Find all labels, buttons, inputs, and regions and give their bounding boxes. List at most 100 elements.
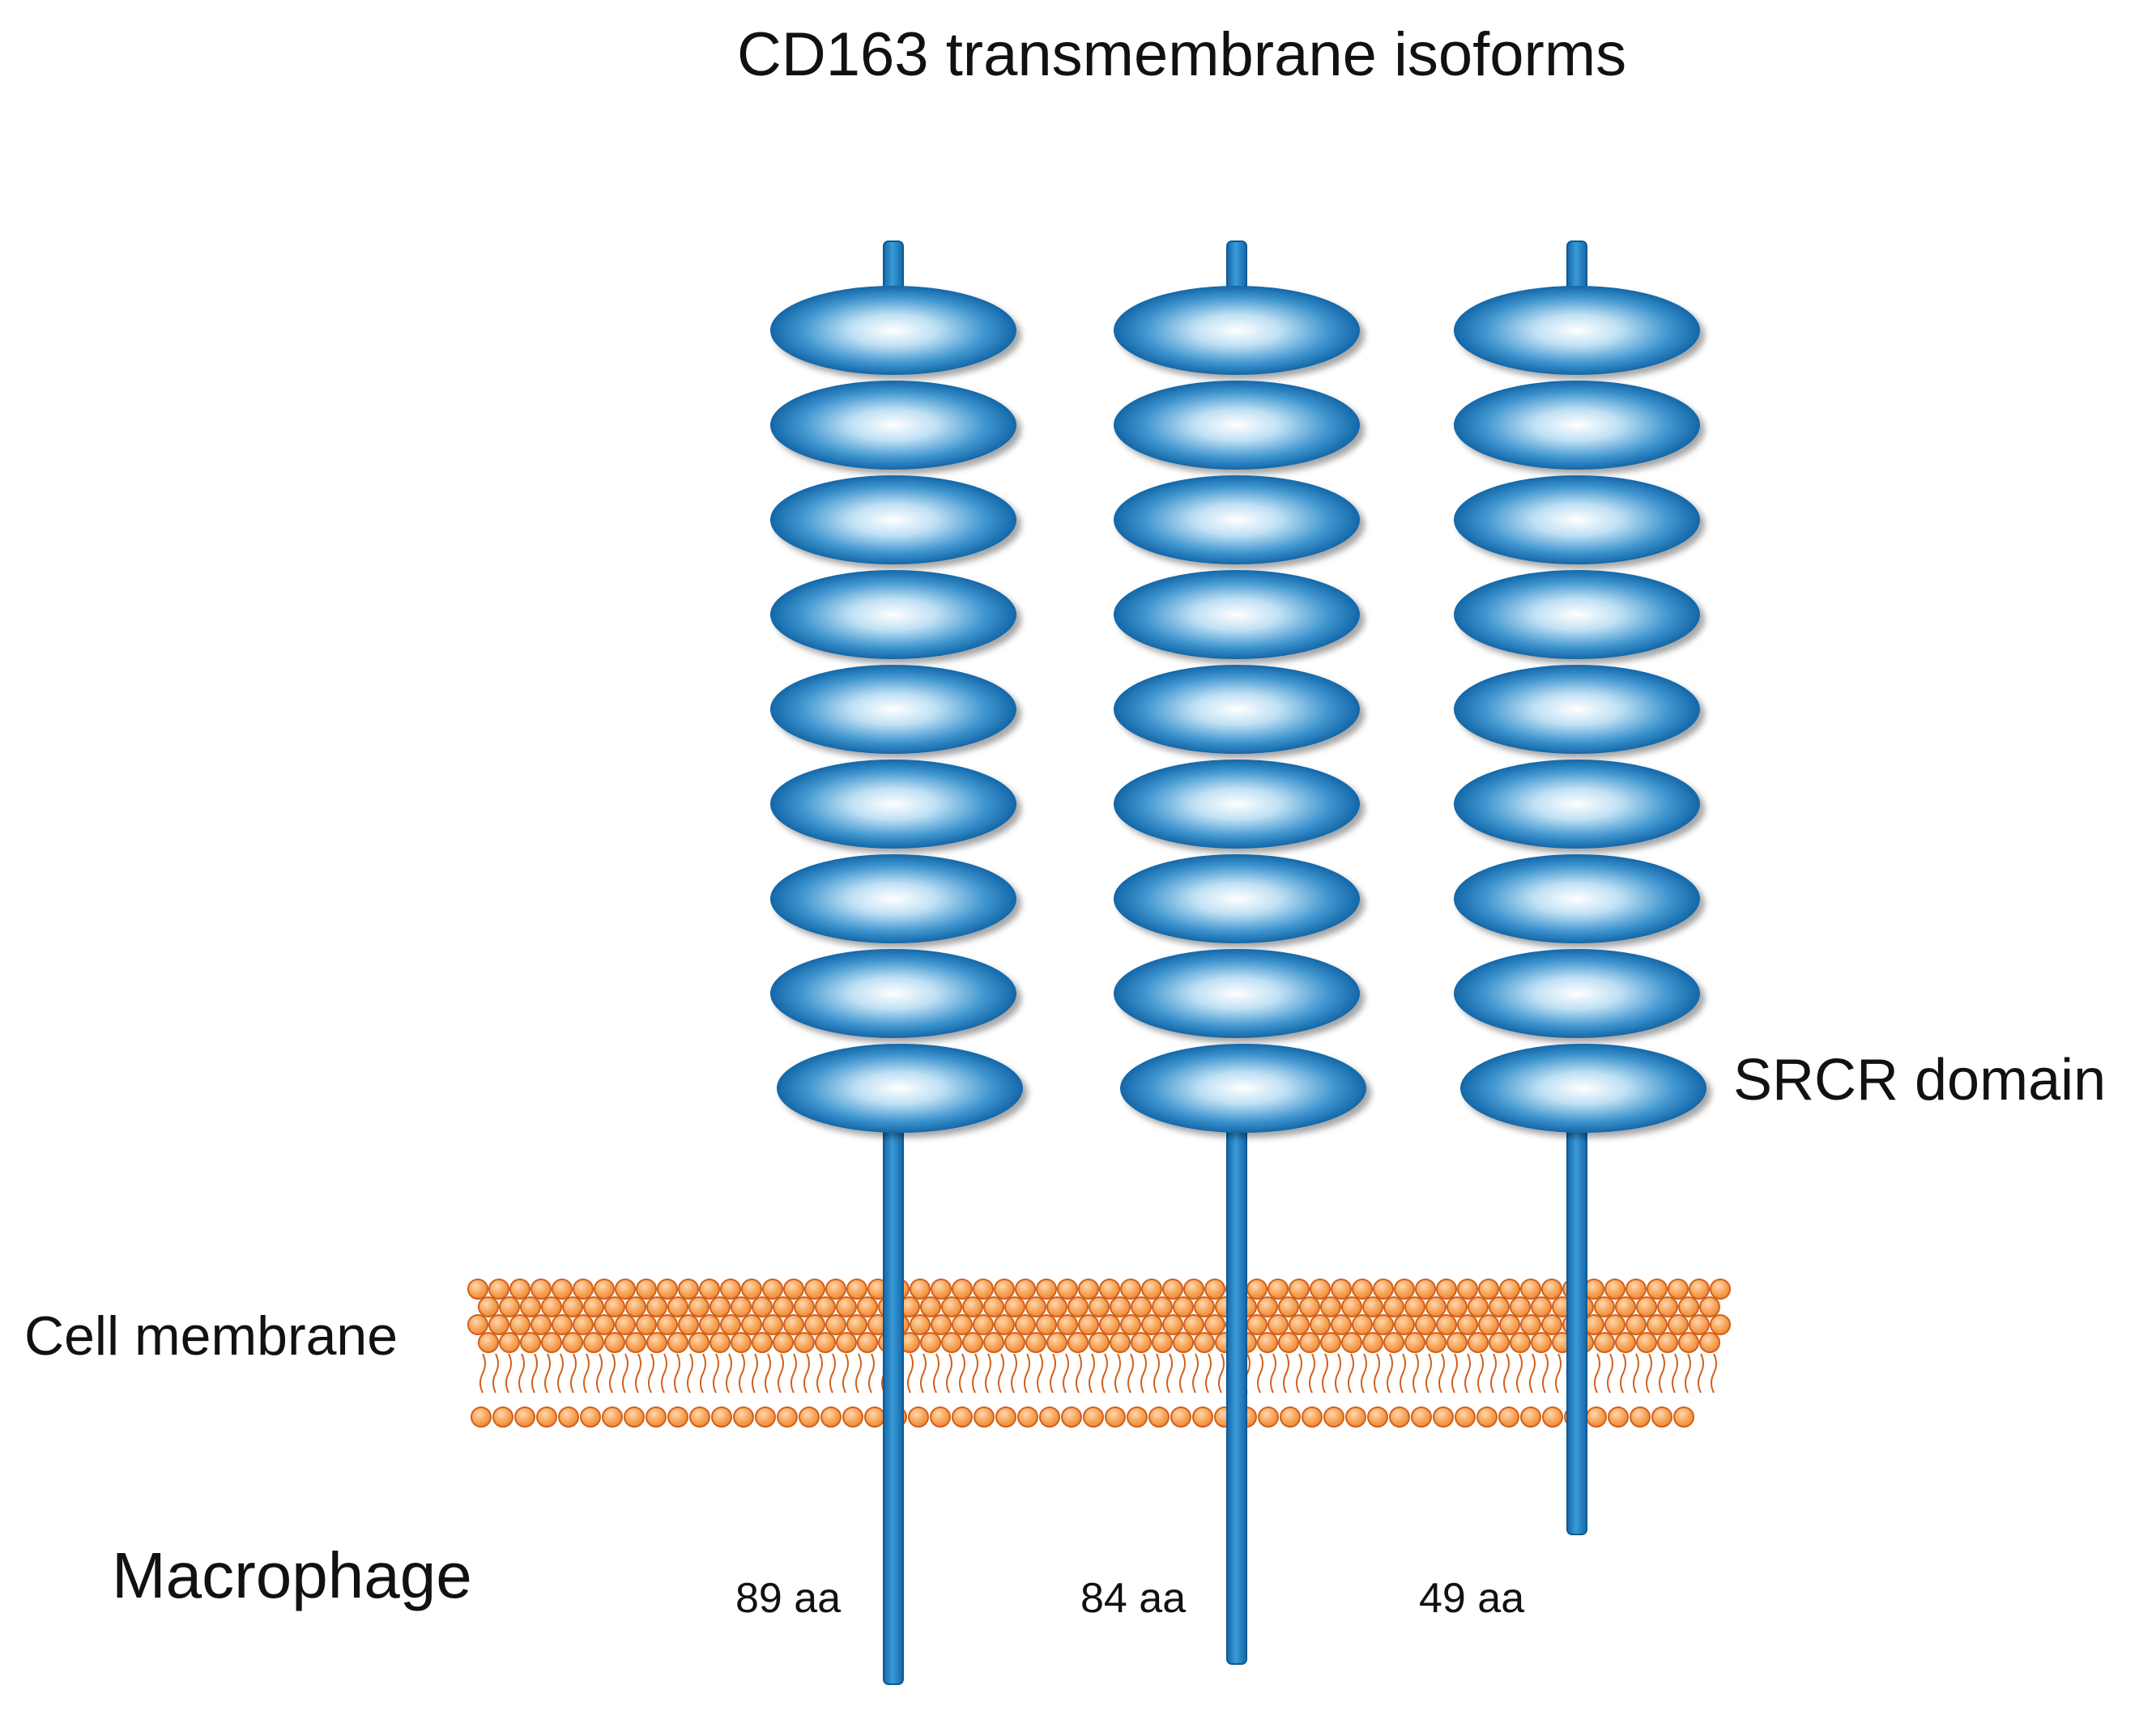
lipid-head [1173,1332,1194,1353]
lipid-head [952,1279,973,1300]
lipid-tail [1477,1353,1484,1394]
lipid-head [720,1314,741,1335]
lipid-head [836,1332,857,1353]
isoform-2 [1114,240,1366,1665]
lipid-head [1510,1296,1531,1317]
lipid-head [689,1406,710,1428]
lipid-head [794,1332,815,1353]
srcr-domain [770,949,1016,1038]
lipid-head [1036,1314,1057,1335]
lipid-head [1310,1314,1331,1335]
lipid-head [1141,1279,1162,1300]
isoform-group [770,240,1706,1685]
lipid-head [1310,1279,1331,1300]
lipid-head [815,1332,836,1353]
lipid-tail [1037,1353,1043,1394]
lipid-head [1067,1296,1089,1317]
lipid-head [636,1279,657,1300]
lipid-head [825,1314,846,1335]
lipid-tail [1024,1353,1030,1394]
srcr-domain [1114,760,1360,849]
lipid-head [1341,1332,1362,1353]
lipid-head [1510,1332,1531,1353]
lipid-head [1017,1406,1038,1428]
lipid-head [1520,1406,1541,1428]
lipid-head [1647,1279,1668,1300]
lipid-tail [531,1353,538,1394]
lipid-tail [765,1353,771,1394]
lipid-head [752,1296,773,1317]
srcr-domain [1454,949,1700,1038]
lipid-head [1457,1314,1478,1335]
lipid-tail [635,1353,641,1394]
lipid-head [1499,1279,1520,1300]
lipid-head [820,1406,842,1428]
lipid-head [1025,1296,1046,1317]
lipid-head [1170,1406,1191,1428]
lipid-head [857,1332,878,1353]
lipid-head [1389,1406,1410,1428]
lipid-tail [972,1353,978,1394]
lipid-head [1447,1296,1468,1317]
lipid-head [1394,1279,1415,1300]
lipid-head [1110,1296,1131,1317]
lipid-tail [1711,1353,1717,1394]
macrophage-label: Macrophage [112,1539,472,1611]
lipid-tail [700,1353,706,1394]
lipid-tail [1529,1353,1536,1394]
srcr-domain [1114,949,1360,1038]
lipid-head [1678,1332,1699,1353]
lipid-head [499,1296,520,1317]
lipid-head [1057,1279,1078,1300]
lipid-head [1630,1406,1651,1428]
lipid-tail [1412,1353,1419,1394]
lipid-tail [1594,1353,1600,1394]
lipid-head [573,1314,594,1335]
srcr-domain [1114,381,1360,470]
lipid-head [667,1296,688,1317]
lipid-head [1183,1314,1204,1335]
lipid-head [794,1296,815,1317]
lipid-head [908,1406,929,1428]
lipid-tail [1698,1353,1704,1394]
lipid-head [974,1406,995,1428]
lipid-head [1411,1406,1432,1428]
lipid-head [1246,1279,1268,1300]
lipid-head [624,1406,645,1428]
lipid-head [615,1279,636,1300]
lipid-tail [1296,1353,1302,1394]
lipid-tail [1516,1353,1523,1394]
lipid-head [1668,1314,1689,1335]
lipid-head [842,1406,863,1428]
lipid-head [1415,1279,1436,1300]
transmembrane-stalk [1226,1120,1247,1665]
lipid-head [755,1406,776,1428]
lipid-head [646,1296,667,1317]
srcr-domain [1114,286,1360,375]
lipid-tail [1101,1353,1108,1394]
lipid-tail [492,1353,499,1394]
lipid-head [1089,1296,1110,1317]
lipid-head [520,1332,541,1353]
lipid-head [1099,1279,1120,1300]
lipid-head [1531,1296,1552,1317]
lipid-head [1394,1314,1415,1335]
lipid-tail [1646,1353,1652,1394]
lipid-head [731,1296,752,1317]
lipid-tail [1283,1353,1289,1394]
lipid-head [1594,1296,1615,1317]
lipid-head [709,1296,731,1317]
lipid-tail [1451,1353,1458,1394]
lipid-head [1498,1406,1519,1428]
srcr-domain [1454,570,1700,659]
lipid-head [709,1332,731,1353]
lipid-head [741,1314,762,1335]
lipid-head [1258,1406,1279,1428]
lipid-head [1268,1314,1289,1335]
lipid-tail [1620,1353,1626,1394]
lipid-head [552,1279,573,1300]
lipid-head [931,1314,952,1335]
lipid-tail [1361,1353,1367,1394]
lipid-head [1373,1279,1394,1300]
lipid-head [1362,1296,1383,1317]
